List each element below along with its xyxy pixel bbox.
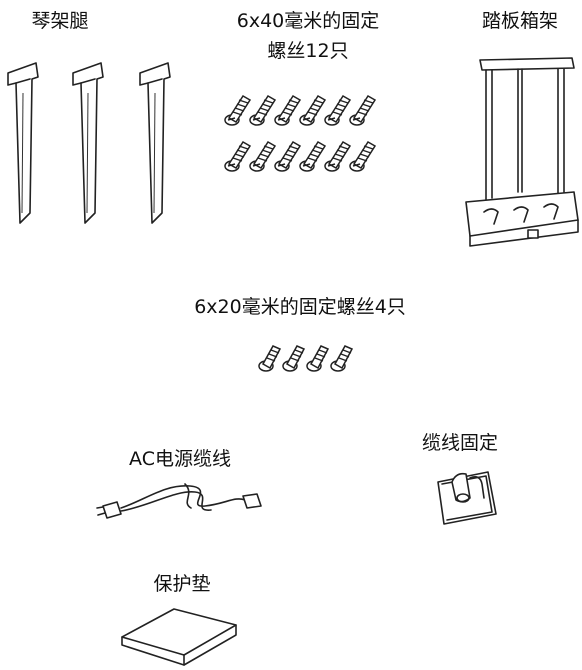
screws-20-label: 6x20毫米的固定螺丝4只: [194, 296, 406, 318]
piano-leg: [72, 62, 104, 224]
ac-cable-illustration: [95, 478, 270, 528]
pad-label: 保护垫: [153, 573, 211, 595]
ac-cable-label: AC电源缆线: [129, 448, 231, 470]
pedal-bracket-illustration: [458, 52, 582, 252]
cable-clamp-label: 缆线固定: [421, 432, 498, 454]
legs-label: 琴架腿: [31, 10, 89, 32]
piano-leg: [139, 62, 171, 224]
screws-40-label-line2: 螺丝12只: [267, 40, 349, 62]
piano-leg: [7, 62, 39, 224]
protective-pad-illustration: [118, 603, 242, 670]
screws-40-illustration: [222, 92, 382, 187]
screws-40-label-line1: 6x40毫米的固定: [236, 10, 380, 32]
piano-legs-illustration: [0, 55, 200, 235]
cable-clamp-illustration: [432, 468, 502, 528]
screws-20-illustration: [254, 338, 364, 378]
pedal-bracket-label: 踏板箱架: [481, 10, 558, 32]
